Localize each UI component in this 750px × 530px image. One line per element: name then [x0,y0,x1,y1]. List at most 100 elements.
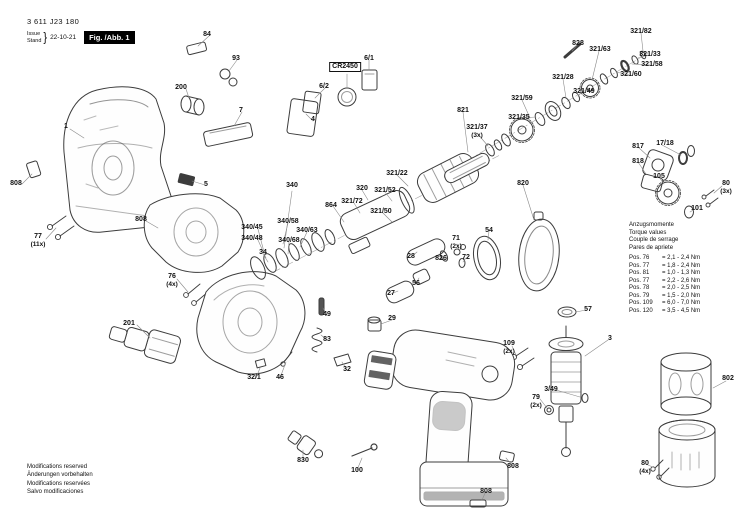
torque-row: Pos. 78= 2,0 - 2,5 Nm [629,285,701,291]
part-callout-321-59: 321/59 [511,95,533,102]
torque-row: Pos. 77= 1,8 - 2,4 Nm [629,262,701,269]
part-callout-79: 79(2x) [530,394,542,410]
part-callout-321-22: 321/22 [386,170,408,177]
rollers-93 [219,68,238,87]
gear-train-upper [485,42,647,157]
part-callout-46: 46 [276,374,284,381]
part-callout-34: 34 [259,249,267,256]
depth-gauge-100 [351,443,378,457]
part-callout-72: 72 [462,254,470,261]
part-callout-109: 109(2x) [503,340,515,356]
torque-table-title-line: Pares de apriete [629,244,674,251]
leader-lines [21,32,727,501]
part-callout-quantity: (2x) [503,348,515,356]
gasket-820 [518,211,560,292]
footer-note: Änderungen vorbehalten [27,472,93,479]
part-callout-321-49: 321/49 [573,88,595,95]
part-callout-105: 105 [653,173,665,180]
part-callout-71: 71(2x) [450,235,462,251]
part-callout-3: 3 [608,335,612,342]
part-callout-340: 340 [286,182,298,189]
part-callout-28: 28 [407,253,415,260]
part-callout-321-63: 321/63 [589,46,611,53]
torque-row: Pos. 79= 1,5 - 2,0 Nm [629,292,701,299]
part-callout-27: 27 [387,290,395,297]
cover-plate-4 [286,98,319,137]
figure-label: Fig. /Abb. 1 [84,31,135,44]
part-callout-17-18: 17/18 [656,140,674,147]
part-callout-57: 57 [584,306,592,313]
torque-row: Pos. 76= 2,1 - 2,4 Nm [629,255,701,261]
bracket-32 [333,353,352,367]
chuck-201 [108,326,182,364]
bracket-7 [203,122,254,147]
brush-cap-84 [186,41,207,56]
part-callout-818: 818 [632,158,644,165]
part-callout-56: 56 [412,280,420,287]
part-number: 3 611 J23 180 [27,17,80,26]
part-callout-340-68: 340/68 [278,237,300,244]
torque-row: Pos. 77= 2,2 - 2,6 Nm [629,277,701,284]
part-callout-808: 808 [507,463,519,470]
part-callout-340-63: 340/63 [296,227,318,234]
part-callout-321-35: 321/35 [508,114,530,121]
part-callout-321-60: 321/60 [620,71,642,78]
part-callout-802: 802 [722,375,734,382]
torque-row: Pos. 109= 6,0 - 7,0 Nm [629,300,701,306]
part-callout-808: 808 [135,216,147,223]
part-callout-80: 80(4x) [639,460,651,476]
gear-housing [196,271,306,375]
part-callout-quantity: (4x) [639,468,651,476]
intermediate-shaft-821 [444,152,490,184]
part-callout-49: 49 [323,311,331,318]
part-callout-321-50: 321/50 [370,208,392,215]
part-callout-340-58: 340/58 [277,218,299,225]
sleeve-200 [180,95,205,116]
part-callout-321-82: 321/82 [630,28,652,35]
part-callout-321-28: 321/28 [552,74,574,81]
seal-57 [557,306,577,318]
part-callout-32-1: 32/1 [247,374,261,381]
ring-train-340 [250,229,336,280]
stand-label: Stand [27,37,42,44]
bit-holder-830 [287,430,324,459]
part-callout-3-49: 3/49 [544,386,558,393]
part-callout-4: 4 [311,116,315,123]
piston-group [367,238,466,332]
part-callout-828: 828 [572,40,584,47]
screws-77 [46,215,75,241]
part-callout-54: 54 [485,227,493,234]
coin-battery-cr2450 [337,87,357,107]
part-callout-77: 77(11x) [30,233,46,249]
part-callout-201: 201 [123,320,135,327]
part-callout-29: 29 [388,315,396,322]
torque-table-title-line: Anzugsmomente [629,222,675,228]
battery-holder-6-1 [361,69,378,91]
housing-shell-inner [143,193,245,273]
frame-6-2 [302,90,322,115]
pin-49 [318,297,325,316]
torque-table-title-line: Torque values [629,229,667,236]
part-callout-5: 5 [204,181,208,188]
issue-date: 22-10-21 [50,34,77,41]
part-callout-826: 826 [435,255,447,262]
part-callout-84: 84 [203,31,211,38]
torque-row: Pos. 81= 1,0 - 1,3 Nm [629,270,701,276]
part-32-1 [254,358,267,369]
part-callout-quantity: (4x) [166,281,178,289]
part-callout-321-33: 321/33 [639,51,661,58]
part-callout-CR2450: CR2450 [329,62,361,73]
part-callout-321-52: 321/52 [374,187,396,194]
part-callout-quantity: (2x) [450,243,462,251]
part-callout-93: 93 [232,55,240,62]
part-callout-864: 864 [325,202,337,209]
flange-cluster-817 [640,145,719,219]
hammer-barrel-320 [339,186,415,255]
part-callout-808: 808 [10,180,22,187]
part-callout-817: 817 [632,143,644,150]
stator-802 [650,352,716,488]
